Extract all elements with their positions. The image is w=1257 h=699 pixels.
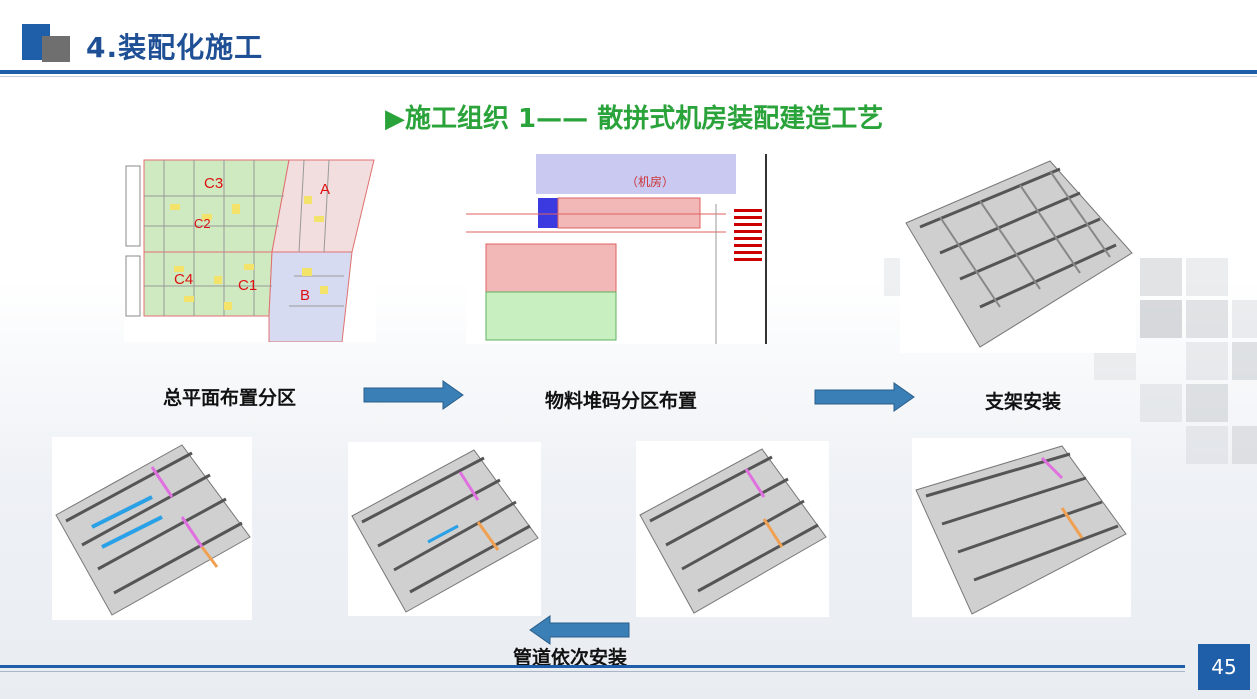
zone-label-a: A [320,181,330,198]
header-divider [0,70,1257,74]
logo-block-gray [42,36,70,62]
step-label-pipe-install: 管道依次安装 [513,647,628,669]
zone-label-c3: C3 [204,175,223,192]
step-label-site-zoning: 总平面布置分区 [163,387,297,409]
footer-divider [0,665,1185,668]
machine-room-label: （机房） [626,174,674,189]
slide-subtitle: ▶施工组织 1—— 散拼式机房装配建造工艺 [385,104,884,134]
site-plan-image: C3 A C2 C4 C1 B [124,156,376,342]
step-label-support-install: 支架安装 [985,391,1062,413]
pipe-install-image-2 [348,442,541,616]
footer-divider-thin [0,671,1185,672]
slide-title: 4.装配化施工 [86,31,264,64]
header-divider-thin [0,76,1257,77]
pipe-install-image-4 [912,438,1131,617]
zone-label-b: B [300,287,310,304]
step-label-material-zoning: 物料堆码分区布置 [545,390,698,412]
pipe-install-image-3 [636,441,829,617]
zone-label-c2: C2 [194,216,211,231]
support-model-image [900,157,1136,353]
zone-label-c1: C1 [238,277,257,294]
arrow-left-icon [528,615,630,645]
page-number: 45 [1198,644,1250,690]
material-layout-image: （机房） [466,154,768,344]
zone-label-c4: C4 [174,271,193,288]
pipe-install-image-1 [52,437,252,620]
arrow-right-icon [814,382,916,412]
arrow-right-icon [363,380,465,410]
